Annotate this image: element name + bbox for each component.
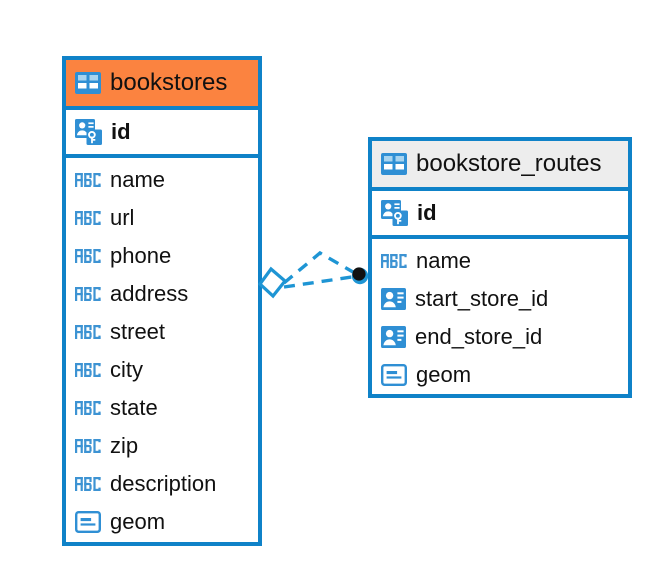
filled-circle-marker[interactable] [351,267,369,285]
field-row-state[interactable]: state [66,389,258,427]
field-label: end_store_id [415,324,543,349]
field-row-url[interactable]: url [66,199,258,237]
text-type-icon [75,247,101,265]
field-row-bookstores-id[interactable]: id [66,110,258,158]
field-label: zip [110,433,139,458]
table-icon [381,153,407,175]
entity-bookstore-routes[interactable]: bookstore_routes id [368,137,632,398]
text-type-icon [75,209,101,227]
entity-bookstore-routes-header[interactable]: bookstore_routes [372,141,628,191]
text-type-icon [75,285,101,303]
field-row-description[interactable]: description [66,465,258,503]
field-label: id [111,119,131,144]
text-type-icon [75,171,101,189]
text-type-icon [75,361,101,379]
field-row-name[interactable]: name [372,242,628,280]
field-label: start_store_id [415,286,549,311]
text-type-icon [75,399,101,417]
field-row-street[interactable]: street [66,313,258,351]
field-row-city[interactable]: city [66,351,258,389]
entity-bookstore-routes-title: bookstore_routes [416,150,602,177]
table-icon [75,72,101,94]
field-label: city [110,357,143,382]
primary-key-icon [75,119,102,145]
relationship-line-upper [282,250,354,285]
field-row-start-store-id[interactable]: start_store_id [372,280,628,318]
entity-bookstores-header[interactable]: bookstores [66,60,258,110]
text-type-icon [381,252,407,270]
field-label: address [110,281,189,306]
field-row-end-store-id[interactable]: end_store_id [372,318,628,356]
text-type-icon [75,323,101,341]
primary-key-icon [381,200,408,226]
field-label: description [110,471,217,496]
geometry-type-icon [75,511,101,533]
foreign-key-icon [381,288,406,310]
field-label: id [417,200,437,225]
field-row-zip[interactable]: zip [66,427,258,465]
entity-bookstores-title: bookstores [110,69,228,96]
field-row-name[interactable]: name [66,161,258,199]
field-label: name [110,167,166,192]
entity-bookstores-field-list: name [66,158,258,541]
field-row-geom[interactable]: geom [66,503,258,541]
entity-bookstores[interactable]: bookstores id [62,56,262,546]
relationship-line-lower [283,275,353,289]
field-label: geom [110,509,166,534]
entity-bookstore-routes-field-list: name start_store_id [372,239,628,394]
field-label: url [110,205,135,230]
field-label: phone [110,243,172,268]
field-row-phone[interactable]: phone [66,237,258,275]
field-label: state [110,395,158,420]
text-type-icon [75,437,101,455]
field-label: street [110,319,166,344]
field-row-bookstore-routes-id[interactable]: id [372,191,628,239]
foreign-key-icon [381,326,406,348]
diamond-marker[interactable] [257,266,288,299]
field-label: geom [416,362,472,387]
field-row-address[interactable]: address [66,275,258,313]
text-type-icon [75,475,101,493]
field-label: name [416,248,472,273]
field-row-geom[interactable]: geom [372,356,628,394]
geometry-type-icon [381,364,407,386]
